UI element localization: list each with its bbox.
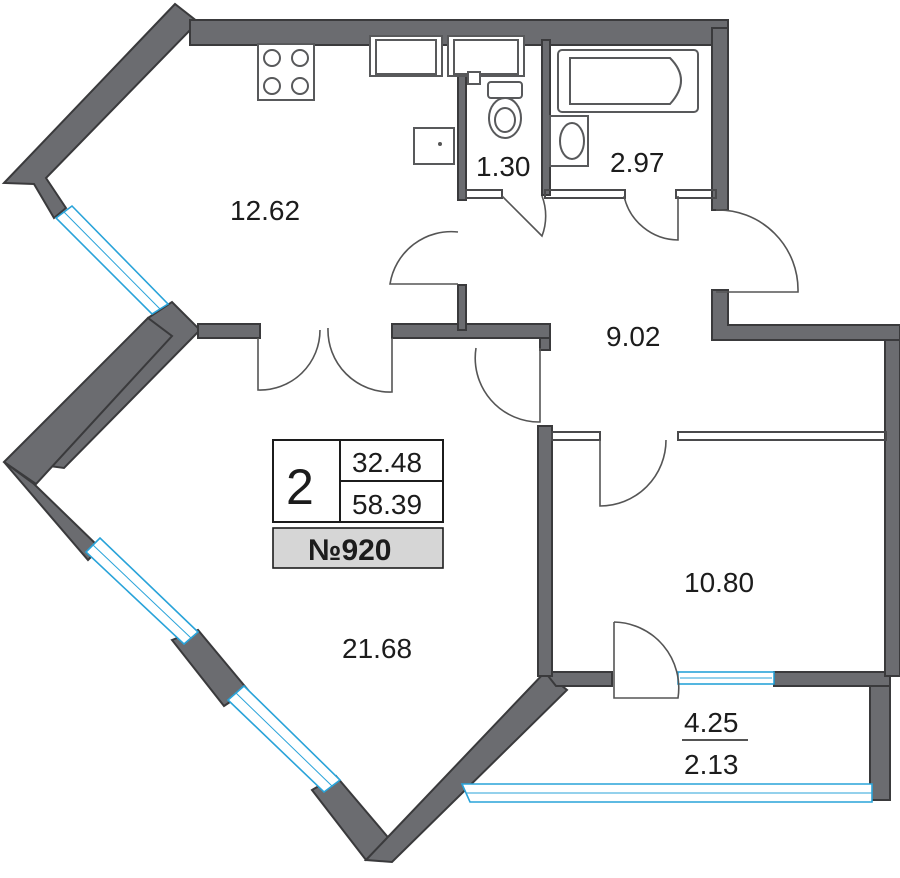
- room-label-living: 21.68: [342, 633, 412, 664]
- living-area: 32.48: [352, 447, 422, 478]
- room-label-balcony-full: 4.25: [684, 707, 739, 738]
- counter-icon: [369, 35, 525, 77]
- washbasin-icon: [549, 115, 589, 167]
- total-area: 58.39: [352, 489, 422, 520]
- room-label-kitchen: 12.62: [230, 195, 300, 226]
- room-labels: 12.62 1.30 2.97 9.02 21.68 10.80 4.25 2.…: [230, 147, 754, 780]
- rooms-count: 2: [286, 459, 314, 515]
- room-label-wc: 1.30: [476, 151, 531, 182]
- inner-walls: [197, 39, 887, 677]
- room-label-hall: 9.02: [606, 321, 661, 352]
- doors: [257, 195, 799, 699]
- room-label-balcony-reduced: 2.13: [684, 749, 739, 780]
- stove-icon: [257, 43, 315, 101]
- sink-icon: [413, 127, 455, 165]
- bathtub-icon: [557, 49, 699, 113]
- apartment-number-badge: [272, 527, 444, 569]
- toilet-icon: [467, 71, 523, 139]
- windows: [54, 204, 873, 803]
- fixtures: [257, 35, 699, 167]
- apartment-info: 2 32.48 58.39 №920: [272, 439, 444, 569]
- room-label-bath: 2.97: [610, 147, 665, 178]
- room-label-bedroom: 10.80: [684, 567, 754, 598]
- apartment-number: №920: [308, 534, 392, 567]
